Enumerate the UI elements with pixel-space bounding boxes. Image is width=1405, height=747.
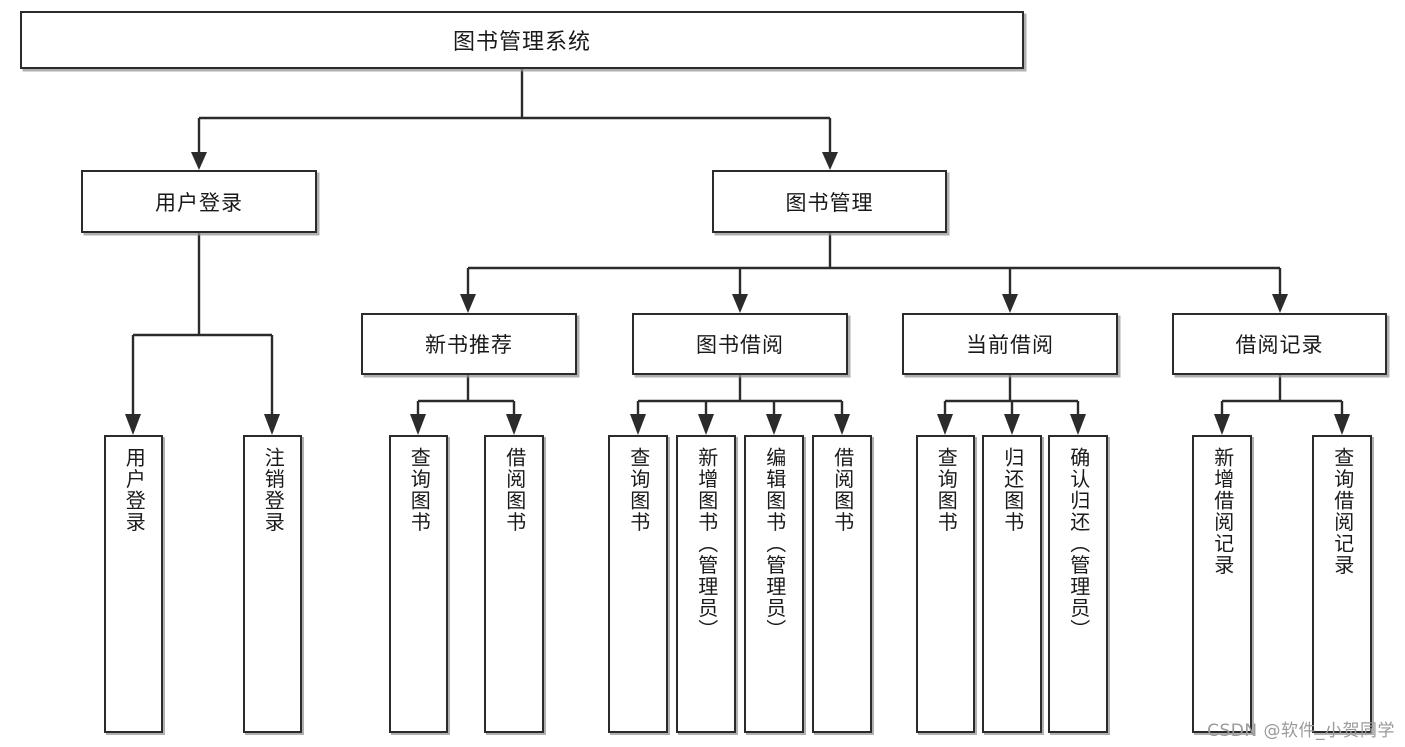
node-current-borrow-label: 当前借阅 bbox=[966, 333, 1054, 357]
node-new-book-recommend[interactable]: 新书推荐 bbox=[361, 313, 577, 375]
node-leaf-edit-book-admin[interactable]: 编辑图书（管理员） bbox=[744, 435, 804, 733]
connector-borrowrecord-to-leaves bbox=[1214, 375, 1350, 435]
node-leaf-borrow-book-2[interactable]: 借阅图书 bbox=[812, 435, 872, 733]
node-leaf-add-borrow-record-label: 新增借阅记录 bbox=[1210, 447, 1235, 576]
node-leaf-query-book-1[interactable]: 查询图书 bbox=[389, 435, 448, 733]
node-leaf-add-borrow-record[interactable]: 新增借阅记录 bbox=[1192, 435, 1252, 733]
connector-newbook-to-leaves bbox=[410, 375, 522, 435]
node-leaf-query-book-3[interactable]: 查询图书 bbox=[916, 435, 975, 733]
node-leaf-query-book-2[interactable]: 查询图书 bbox=[608, 435, 668, 733]
connector-root-to-level2 bbox=[191, 69, 838, 170]
node-root-system[interactable]: 图书管理系统 bbox=[20, 11, 1024, 69]
node-leaf-confirm-return-admin[interactable]: 确认归还（管理员） bbox=[1048, 435, 1108, 733]
node-leaf-query-borrow-record-label: 查询借阅记录 bbox=[1330, 447, 1355, 576]
node-leaf-confirm-return-admin-label: 确认归还（管理员） bbox=[1066, 447, 1091, 641]
node-book-borrow-label: 图书借阅 bbox=[696, 333, 784, 357]
node-leaf-query-book-2-label: 查询图书 bbox=[626, 447, 651, 533]
node-leaf-query-borrow-record[interactable]: 查询借阅记录 bbox=[1312, 435, 1372, 733]
node-leaf-edit-book-admin-label: 编辑图书（管理员） bbox=[762, 447, 787, 641]
node-borrow-record-label: 借阅记录 bbox=[1235, 333, 1324, 357]
node-leaf-return-book-label: 归还图书 bbox=[1000, 447, 1025, 533]
node-user-login-label: 用户登录 bbox=[155, 190, 243, 215]
node-leaf-borrow-book-1[interactable]: 借阅图书 bbox=[484, 435, 544, 733]
node-root-system-label: 图书管理系统 bbox=[452, 30, 591, 55]
node-leaf-return-book[interactable]: 归还图书 bbox=[982, 435, 1042, 733]
node-leaf-query-book-1-label: 查询图书 bbox=[407, 447, 432, 533]
node-borrow-record[interactable]: 借阅记录 bbox=[1172, 313, 1387, 375]
connector-currentborrow-to-leaves bbox=[937, 375, 1086, 435]
node-new-book-recommend-label: 新书推荐 bbox=[425, 333, 513, 357]
node-leaf-add-book-admin[interactable]: 新增图书（管理员） bbox=[676, 435, 736, 733]
node-leaf-add-book-admin-label: 新增图书（管理员） bbox=[694, 447, 719, 641]
node-leaf-borrow-book-1-label: 借阅图书 bbox=[502, 447, 527, 533]
node-book-borrow[interactable]: 图书借阅 bbox=[632, 313, 848, 375]
node-user-login[interactable]: 用户登录 bbox=[81, 170, 317, 233]
node-leaf-query-book-3-label: 查询图书 bbox=[934, 447, 959, 533]
connector-userlogin-to-leaves bbox=[125, 233, 280, 435]
node-book-manage[interactable]: 图书管理 bbox=[712, 170, 947, 233]
node-current-borrow[interactable]: 当前借阅 bbox=[902, 313, 1118, 375]
node-leaf-user-logout[interactable]: 注销登录 bbox=[243, 435, 302, 733]
node-leaf-user-logout-label: 注销登录 bbox=[261, 447, 286, 533]
node-leaf-user-login-label: 用户登录 bbox=[122, 447, 147, 533]
node-book-manage-label: 图书管理 bbox=[785, 190, 874, 215]
node-leaf-user-login[interactable]: 用户登录 bbox=[104, 435, 163, 733]
node-leaf-borrow-book-2-label: 借阅图书 bbox=[830, 447, 855, 533]
watermark-text: CSDN @软件_小贺同学 bbox=[1207, 721, 1395, 741]
connector-bookmanage-to-level3 bbox=[460, 233, 1288, 313]
connector-bookborrow-to-leaves bbox=[630, 375, 850, 435]
